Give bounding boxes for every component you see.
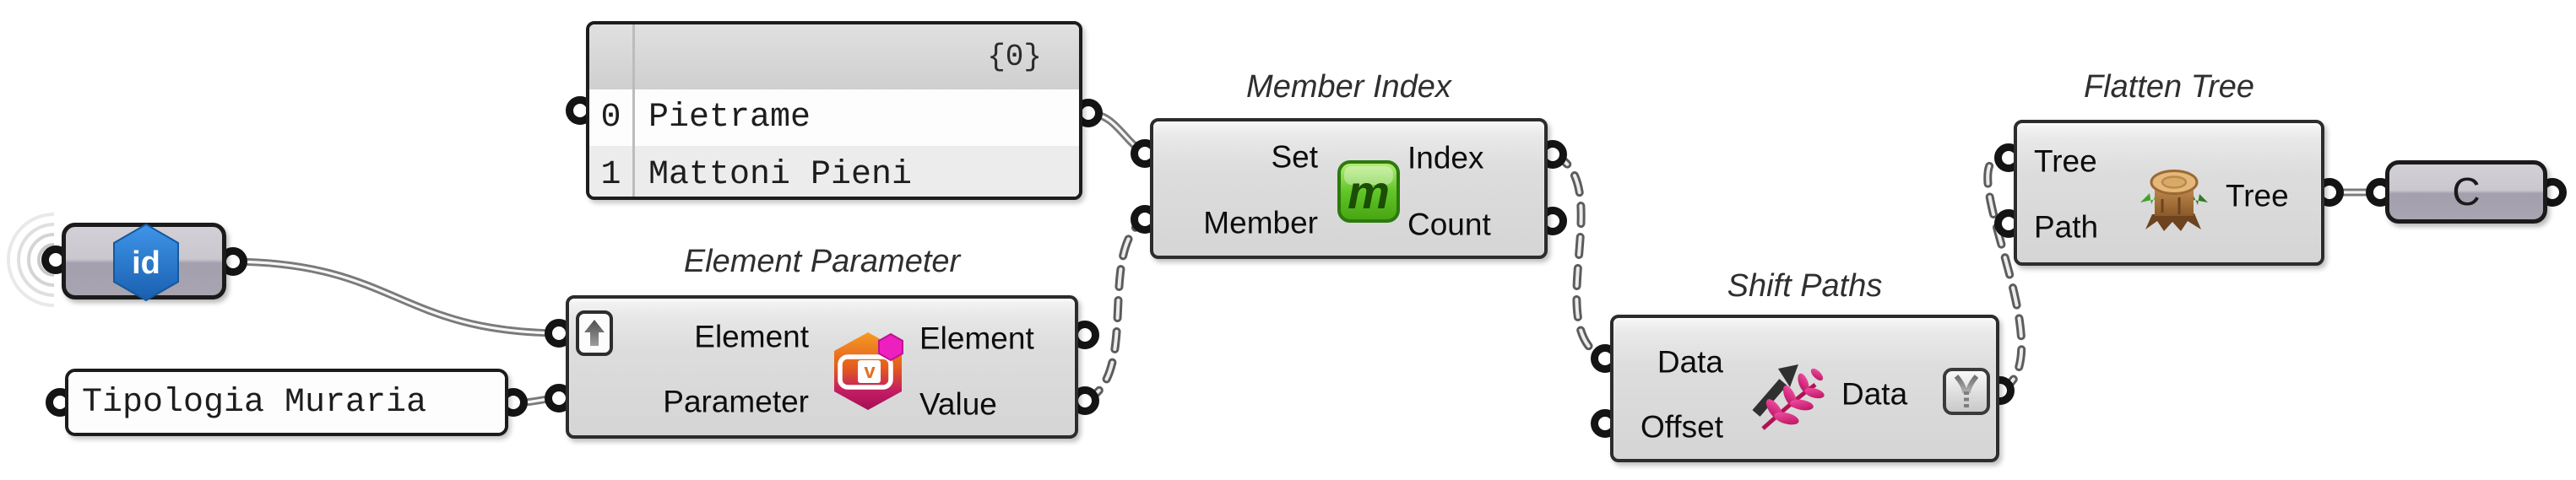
wire-value-to-member[interactable]: [1081, 215, 1149, 405]
row-value: Pietrame: [648, 99, 811, 137]
capsule-label: C: [2452, 169, 2481, 213]
output-label: Value: [919, 386, 997, 422]
shift-paths-node[interactable]: Data Offset Data: [1610, 315, 1999, 462]
ripple-arcs-icon: [7, 213, 55, 307]
list-item[interactable]: 0 Pietrame: [589, 89, 1079, 146]
output-label: Element: [919, 321, 1034, 356]
member-index-node[interactable]: Set Member m Index Count: [1150, 118, 1548, 259]
input-label: Set: [1271, 139, 1318, 175]
zipper-icon[interactable]: [1942, 367, 1991, 416]
input-label: Member: [1203, 205, 1318, 240]
path-badge: {0}: [987, 40, 1042, 74]
member-m-icon: m: [1337, 160, 1400, 223]
wire-id-to-element[interactable]: [229, 257, 563, 337]
tree-stump-icon: [2140, 170, 2208, 231]
row-value: Mattoni Pieni: [648, 155, 913, 194]
element-parameter-node[interactable]: Element Parameter v Element Value: [566, 295, 1078, 439]
svg-text:id: id: [132, 245, 160, 281]
svg-text:v: v: [864, 360, 876, 383]
input-label: Path: [2034, 209, 2099, 245]
output-param-c[interactable]: C: [2385, 160, 2547, 224]
wire-index-to-data[interactable]: [1548, 150, 1609, 363]
output-label: Tree: [2226, 178, 2289, 213]
svg-text:m: m: [1348, 165, 1390, 218]
id-hexagon-icon: id: [113, 223, 179, 302]
row-index: 0: [589, 89, 635, 146]
element-id-param[interactable]: id: [62, 223, 226, 302]
component-title: Flatten Tree: [2083, 69, 2255, 105]
name-panel[interactable]: Tipologia Muraria: [65, 369, 508, 436]
input-label: Data: [1657, 344, 1723, 380]
input-label: Offset: [1640, 409, 1723, 445]
revit-parameter-icon: v: [834, 332, 903, 410]
list-item[interactable]: 1 Mattoni Pieni: [589, 146, 1079, 197]
wire-data-to-tree[interactable]: [1983, 153, 2026, 395]
output-label: Index: [1407, 140, 1484, 175]
component-title: Shift Paths: [1727, 268, 1883, 304]
row-index: 1: [589, 146, 635, 197]
flatten-tree-node[interactable]: Tree Path Tree: [2014, 120, 2324, 266]
value-list-panel[interactable]: {0} 0 Pietrame 1 Mattoni Pieni: [586, 21, 1082, 200]
output-label: Data: [1841, 376, 1908, 412]
panel-text: Tipologia Muraria: [68, 372, 505, 433]
component-title: Member Index: [1246, 69, 1451, 105]
fern-arrow-icon: [1752, 364, 1825, 430]
component-title: Element Parameter: [683, 244, 961, 279]
input-label: Parameter: [663, 384, 809, 419]
input-label: Element: [694, 319, 809, 354]
panel-index-column: [589, 24, 635, 89]
up-arrow-icon[interactable]: [576, 310, 613, 356]
panel-header: {0}: [589, 24, 1079, 89]
input-label: Tree: [2034, 143, 2097, 179]
output-label: Count: [1407, 207, 1491, 242]
